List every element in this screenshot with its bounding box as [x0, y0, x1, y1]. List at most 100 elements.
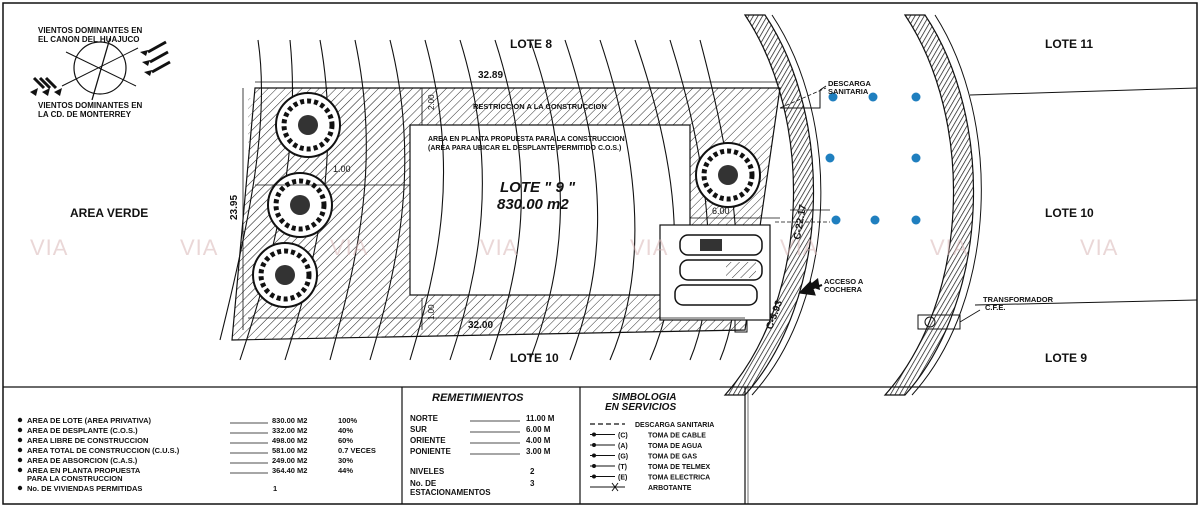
service-dot [911, 92, 921, 102]
label-transformador-1: TRANSFORMADOR [983, 295, 1054, 304]
remetimientos-title: REMETIMIENTOS [432, 392, 524, 404]
area-row: AREA TOTAL DE CONSTRUCCION (C.U.S.)581.0… [17, 446, 376, 455]
symbol-code: (C) [618, 433, 628, 440]
bullet-icon [17, 427, 23, 433]
symbol-row: (G)TOMA DE GAS [590, 453, 697, 461]
symbol-label: ARBOTANTE [648, 485, 692, 492]
area-row: AREA DE ABSORCION (C.A.S.) 249.00 M2 30% [17, 456, 353, 465]
service-dot [911, 153, 921, 163]
car-icon [679, 259, 763, 281]
legend-panel [3, 386, 1197, 504]
simbologia-title-2: EN SERVICIOS [605, 402, 676, 413]
tree-icons [252, 92, 761, 308]
area-row-label: AREA DE DESPLANTE (C.O.S.) [27, 426, 138, 435]
area-row-value: 498.00 M2 [272, 436, 307, 445]
arbotante-icon [611, 482, 619, 492]
niveles-label: NIVELES [410, 467, 445, 476]
wind-arrows-left-icon [30, 76, 62, 96]
remetimiento-row: ORIENTE 4.00 M [410, 436, 551, 445]
label-lote-8: LOTE 8 [510, 37, 552, 51]
symbol-code: (E) [618, 475, 627, 482]
tree-icon [267, 172, 333, 238]
car-icon [679, 234, 763, 256]
area-row: AREA LIBRE DE CONSTRUCCION 498.00 M2 60% [17, 436, 353, 445]
dim-left: 23.95 [229, 195, 240, 220]
dim-setback-right: 6.00 [712, 206, 730, 216]
svg-text:VIA: VIA [30, 235, 68, 260]
bullet-icon [17, 437, 23, 443]
wind-arrows-right-icon [140, 40, 171, 76]
remetimiento-row: NORTE 11.00 M [410, 414, 555, 423]
bullet-icon [17, 447, 23, 453]
tree-icon [695, 142, 761, 208]
symbol-row: ARBOTANTE [590, 482, 692, 492]
bullet-icon [17, 457, 23, 463]
dim-bottom: 32.00 [468, 320, 493, 331]
dim-setback-top: 2.00 [427, 94, 436, 110]
niveles-value: 2 [530, 467, 535, 476]
area-row-pct: 60% [338, 436, 353, 445]
remetimiento-value: 11.00 M [526, 414, 555, 423]
area-row-label: AREA EN PLANTA PROPUESTA [27, 466, 141, 475]
dot-icon [592, 453, 596, 458]
dot-icon [592, 474, 596, 479]
area-row-pct: 40% [338, 426, 353, 435]
area-row-value: 249.00 M2 [272, 456, 307, 465]
estacionamientos-value: 3 [530, 479, 535, 488]
symbol-label: TOMA DE CABLE [648, 433, 706, 440]
label-lote-10-bottom: LOTE 10 [510, 351, 559, 365]
symbol-code: (A) [618, 443, 628, 450]
area-row-pct: 30% [338, 456, 353, 465]
dim-top: 32.89 [478, 70, 503, 81]
dot-icon [592, 464, 596, 468]
remetimiento-value: 6.00 M [526, 425, 551, 434]
wind-label-mty-1: VIENTOS DOMINANTES EN [38, 101, 143, 110]
area-row-label: AREA LIBRE DE CONSTRUCCION [27, 436, 148, 445]
symbol-row: (E)TOMA ELECTRICA [590, 474, 710, 482]
svg-text:VIA: VIA [930, 235, 968, 260]
wind-label-huajuco-2: EL CANON DEL HUAJUCO [38, 35, 140, 44]
label-transformador-2: C.F.E. [985, 303, 1005, 312]
svg-text:VIA: VIA [330, 235, 368, 260]
street [723, 14, 1198, 396]
label-descarga-2: SANITARIA [828, 87, 869, 96]
area-row-label: AREA DE ABSORCION (C.A.S.) [27, 456, 138, 465]
svg-text:VIA: VIA [180, 235, 218, 260]
symbol-row: DESCARGA SANITARIA [590, 422, 714, 429]
svg-text:VIA: VIA [780, 235, 818, 260]
symbol-row: (A)TOMA DE AGUA [590, 443, 702, 450]
service-dot [870, 215, 880, 225]
symbol-label: TOMA DE GAS [648, 454, 697, 461]
remetimiento-value: 4.00 M [526, 436, 551, 445]
service-dot [825, 153, 835, 163]
label-acceso-2: COCHERA [824, 285, 863, 294]
dot-icon [592, 443, 596, 447]
tree-icon [252, 242, 318, 308]
bullet-icon [17, 417, 23, 423]
label-area-planta-2: (AREA PARA UBICAR EL DESPLANTE PERMITIDO… [428, 145, 621, 152]
remetimiento-label: ORIENTE [410, 436, 446, 445]
remetimiento-label: NORTE [410, 414, 439, 423]
remetimiento-label: PONIENTE [410, 447, 452, 456]
watermark: VIA VIA VIA VIA VIA VIA VIA VIA [30, 235, 1117, 260]
label-lote-11: LOTE 11 [1045, 37, 1093, 51]
label-area-verde: AREA VERDE [70, 206, 148, 220]
dim-setback-bottom: 1.00 [427, 304, 436, 320]
area-row-label: AREA DE LOTE (AREA PRIVATIVA) [27, 416, 152, 425]
label-lote-9: LOTE 9 [1045, 351, 1087, 365]
label-lote-10-right: LOTE 10 [1045, 206, 1094, 220]
service-dot [828, 92, 838, 102]
label-restriccion: RESTRICCION A LA CONSTRUCCION [473, 102, 607, 111]
simbologia-legend: SIMBOLOGIA EN SERVICIOS DESCARGA SANITAR… [590, 392, 714, 492]
bullet-icon [17, 485, 23, 491]
dimension-lines [242, 81, 780, 330]
area-row-label-2: PARA LA CONSTRUCCION [27, 474, 123, 483]
